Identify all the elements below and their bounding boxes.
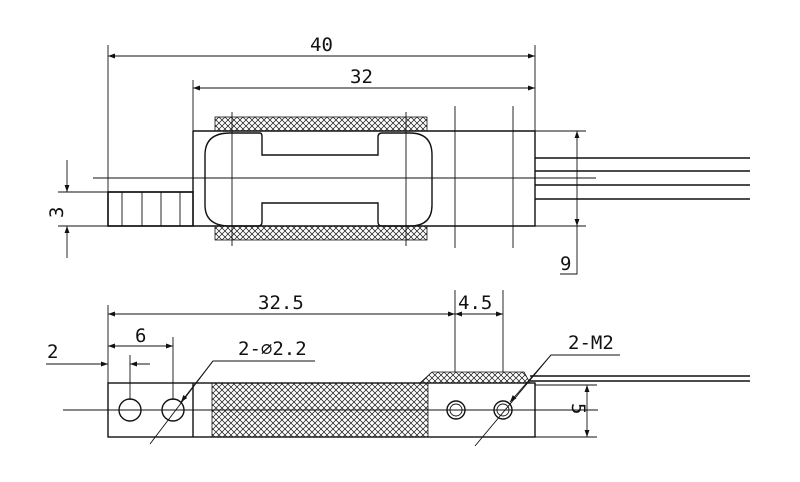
dim-overall-length: 40 — [310, 34, 333, 56]
body-reference-lines — [454, 106, 514, 248]
dim-body-height: 9 — [560, 253, 571, 275]
bottom-cable — [530, 375, 750, 382]
dim-tab-thickness: 3 — [46, 207, 68, 218]
bottom-view: 32.5 4.5 6 2 2-∅2.2 2-M2 5 — [46, 290, 750, 447]
cable-wires — [535, 157, 750, 200]
dim-hole-span: 32.5 — [258, 292, 304, 314]
bending-cutout — [204, 132, 433, 227]
hole-centerlines — [231, 112, 407, 246]
dim-bottom-height: 5 — [567, 403, 589, 414]
hole-callout-arrow — [180, 360, 214, 403]
dim-9-extension — [535, 130, 586, 227]
body-outline — [107, 130, 536, 227]
tab-slats — [121, 192, 181, 226]
mounting-tab — [107, 191, 194, 227]
gauge-cover-bottom — [214, 225, 428, 241]
cable-exit-cover — [418, 371, 531, 384]
gauge-cover-top — [214, 116, 428, 132]
top-view: 40 32 3 9 — [46, 34, 750, 275]
thread-callout-arrow — [509, 354, 552, 403]
dim-9-leader — [560, 226, 578, 275]
dim-end-offset: 4.5 — [458, 292, 492, 314]
dim-first-hole-offset: 6 — [135, 325, 146, 347]
dim-body-length: 32 — [350, 66, 373, 88]
hole-callout: 2-∅2.2 — [238, 338, 307, 360]
thread-callout-leader — [474, 354, 620, 447]
thread-callout: 2-M2 — [568, 332, 614, 354]
dim-edge-offset: 2 — [47, 341, 58, 363]
